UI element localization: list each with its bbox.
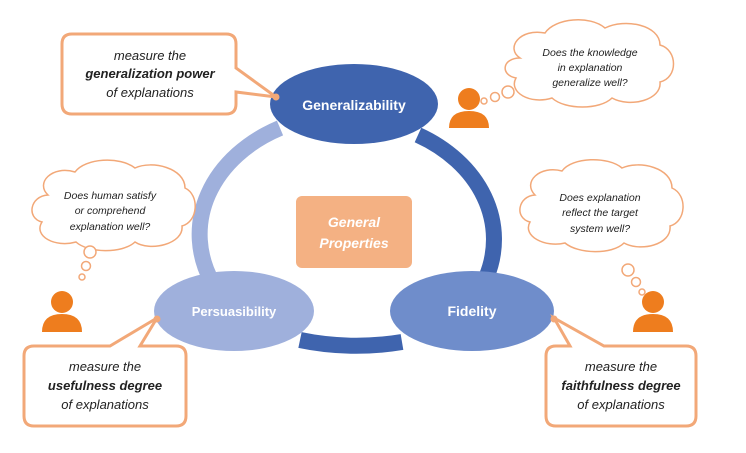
callout-generalization-line2: generalization power bbox=[84, 66, 215, 81]
center-label-line1: General bbox=[328, 214, 381, 230]
callout-usefulness-line1: measure the bbox=[69, 359, 141, 374]
callout-faithfulness-line1: measure the bbox=[585, 359, 657, 374]
center-label-line2: Properties bbox=[319, 235, 388, 251]
callout-generalization: measure the generalization power of expl… bbox=[60, 32, 280, 116]
callout-faithfulness-line2: faithfulness degree bbox=[561, 378, 680, 393]
callout-usefulness: measure the usefulness degree of explana… bbox=[22, 315, 188, 428]
callout-faithfulness: measure the faithfulness degree of expla… bbox=[544, 314, 698, 428]
ring-arc-bottom bbox=[298, 332, 404, 354]
node-persuasibility-label: Persuasibility bbox=[192, 304, 277, 319]
node-persuasibility: Persuasibility bbox=[154, 271, 314, 351]
thought-top-right-line1: Does the knowledge bbox=[542, 47, 637, 59]
thought-left-line1: Does human satisfy bbox=[64, 190, 157, 202]
thought-right-line1: Does explanation bbox=[559, 192, 640, 204]
node-generalizability-label: Generalizability bbox=[302, 97, 406, 113]
node-generalizability: Generalizability bbox=[270, 64, 438, 144]
callout-faithfulness-line3: of explanations bbox=[577, 397, 665, 412]
ring-arc-right bbox=[414, 127, 502, 282]
thought-left-line3: explanation well? bbox=[70, 221, 151, 233]
person-icon bbox=[633, 291, 673, 332]
thought-cloud-right: Does explanation reflect the target syst… bbox=[519, 158, 684, 296]
cycle-ring bbox=[191, 120, 502, 354]
person-icon bbox=[42, 291, 82, 332]
ring-arc-left bbox=[191, 120, 284, 286]
thought-cloud-left: Does human satisfy or comprehend explana… bbox=[31, 159, 196, 281]
thought-left-line2: or comprehend bbox=[75, 205, 147, 217]
thought-right-line3: system well? bbox=[570, 223, 630, 235]
thought-cloud-top-right: Does the knowledge in explanation genera… bbox=[480, 19, 675, 108]
callout-generalization-line1: measure the bbox=[114, 48, 186, 63]
callout-generalization-line3: of explanations bbox=[106, 85, 194, 100]
callout-usefulness-line3: of explanations bbox=[61, 397, 149, 412]
node-fidelity-label: Fidelity bbox=[447, 303, 496, 319]
node-fidelity: Fidelity bbox=[390, 271, 554, 351]
center-box: General Properties bbox=[296, 196, 412, 268]
thought-top-right-line2: in explanation bbox=[558, 62, 623, 74]
person-icon bbox=[449, 88, 489, 128]
thought-top-right-line3: generalize well? bbox=[552, 77, 627, 89]
callout-usefulness-line2: usefulness degree bbox=[48, 378, 162, 393]
thought-right-line2: reflect the target bbox=[562, 207, 639, 219]
